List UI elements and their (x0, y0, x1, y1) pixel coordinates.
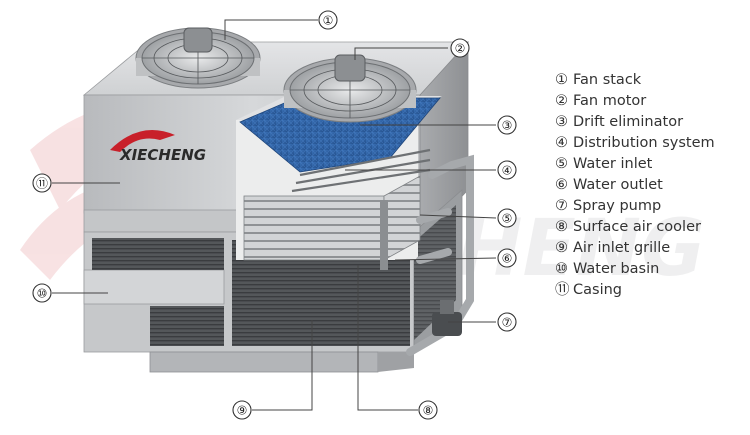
svg-text:④: ④ (502, 164, 513, 178)
svg-text:⑧: ⑧ (423, 404, 434, 418)
callout-7: ⑦ (497, 312, 517, 332)
callout-4: ④ (497, 160, 517, 180)
callout-2: ② (450, 38, 470, 58)
logo-icon (110, 130, 175, 152)
spray-pump (432, 300, 462, 336)
coil-bank (243, 195, 385, 261)
callout-6: ⑥ (497, 248, 517, 268)
fan-stack-right (283, 54, 417, 123)
brand-name: XIECHENG (119, 146, 206, 164)
svg-text:⑥: ⑥ (502, 252, 513, 266)
brand-logo: XIECHENG (110, 130, 206, 164)
callout-11: ⑪ (32, 173, 52, 193)
callout-8: ⑧ (418, 400, 438, 420)
fan-motor (334, 54, 366, 82)
callout-3: ③ (497, 115, 517, 135)
interior-cutaway (236, 96, 442, 270)
svg-text:②: ② (455, 42, 466, 56)
svg-text:⑨: ⑨ (237, 404, 248, 418)
svg-text:⑪: ⑪ (36, 177, 48, 191)
callout-markers: ① ② ③ ④ ⑤ ⑥ ⑦ ⑧ ⑨ ⑩ ⑪ (32, 10, 517, 420)
callout-5: ⑤ (497, 208, 517, 228)
svg-text:③: ③ (502, 119, 513, 133)
svg-text:①: ① (323, 14, 334, 28)
callout-10: ⑩ (32, 283, 52, 303)
distribution-pipes (291, 148, 431, 193)
svg-text:⑤: ⑤ (502, 212, 513, 226)
svg-text:⑦: ⑦ (502, 316, 513, 330)
callout-1: ① (318, 10, 338, 30)
leader-lines (52, 19, 497, 411)
svg-text:⑩: ⑩ (37, 287, 48, 301)
callout-9: ⑨ (232, 400, 252, 420)
fan-stack-left (135, 27, 261, 89)
